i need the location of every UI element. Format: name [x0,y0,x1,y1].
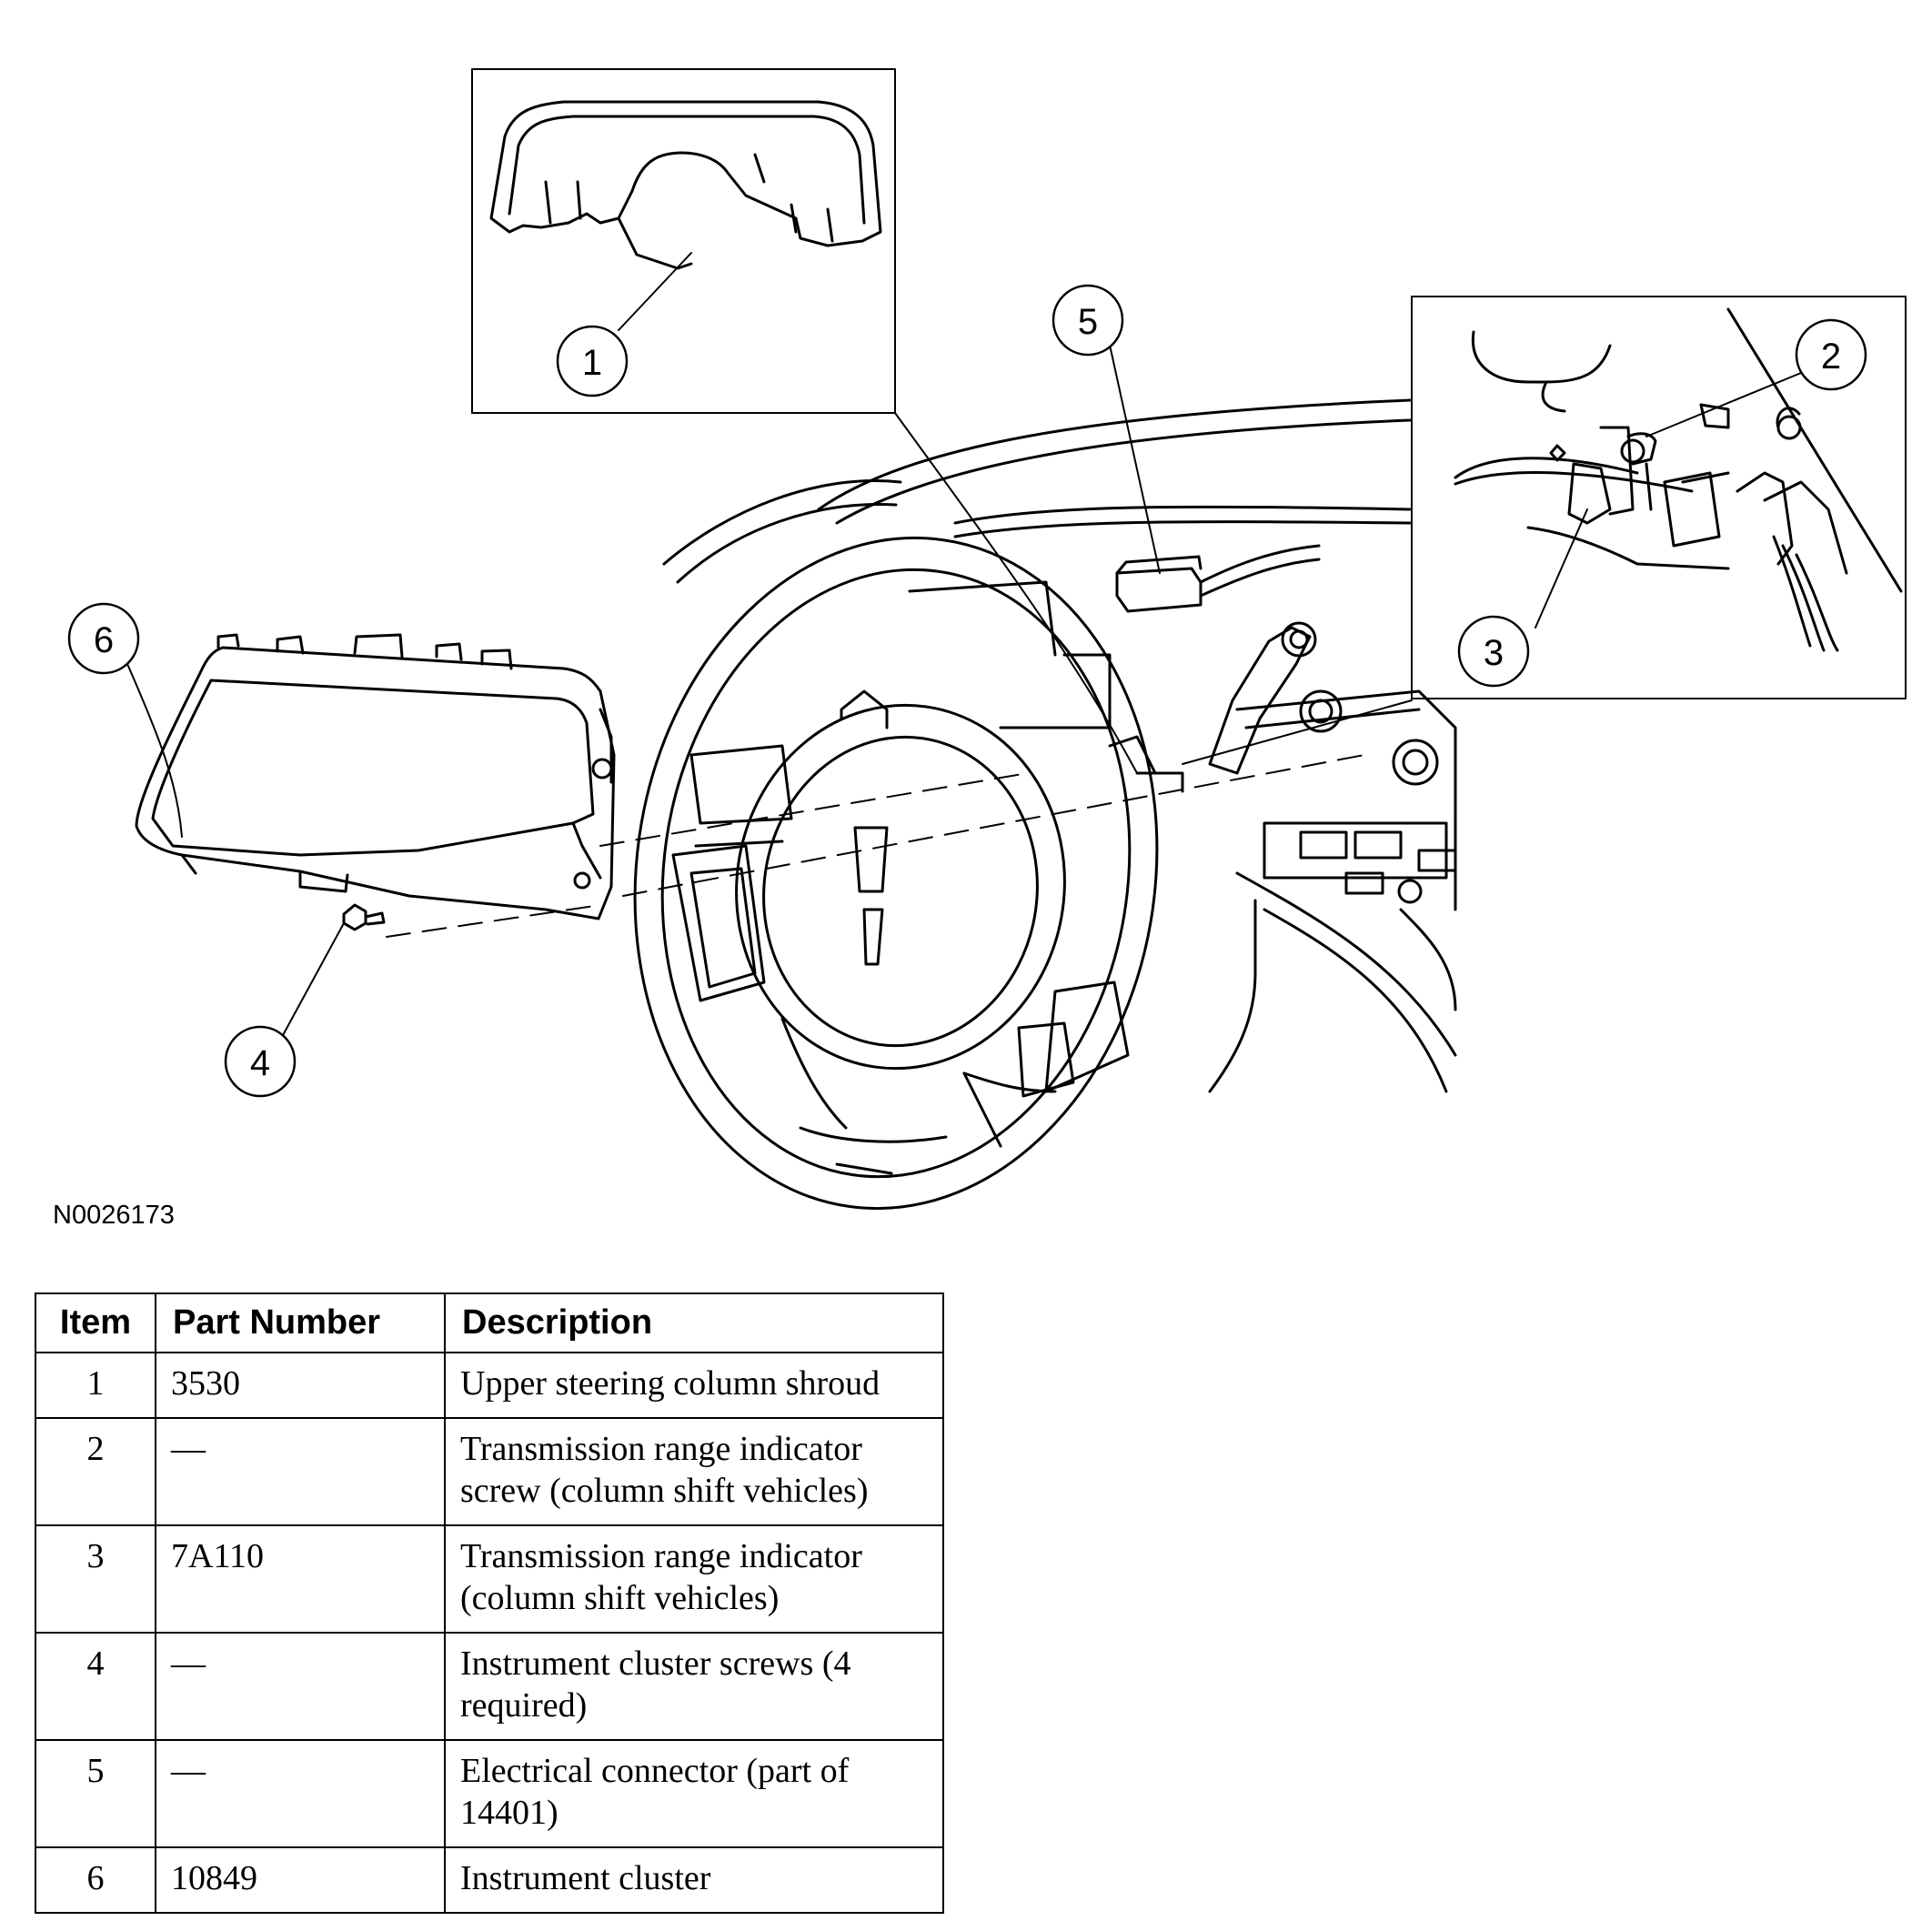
cell-item: 3 [35,1524,156,1634]
callout-circle-3 [1457,615,1530,688]
electrical-connector-drawing [1115,544,1321,613]
detail-box-shroud [471,68,896,414]
header-item: Item [35,1292,156,1353]
range-indicator-detail-drawing [1454,307,1903,652]
instrument-cluster-screw-drawing [342,903,386,931]
cell-description: Upper steering column shroud [444,1352,944,1419]
callout-label-6: 6 [94,620,114,660]
table-row: 1 3530 Upper steering column shroud [35,1352,944,1419]
cell-description: Electrical connector (part of 14401) [444,1739,944,1848]
exploded-view-illustration: 1 2 3 4 5 6 [67,68,1907,1211]
callout-label-1: 1 [582,343,602,383]
cell-description: Transmission range indicator (column shi… [444,1524,944,1634]
leader-lines [126,252,1802,1038]
upper-steering-column-shroud-drawing [489,100,882,270]
cell-item: 1 [35,1352,156,1419]
callout-circle-4 [224,1025,297,1098]
cell-part-number: 10849 [155,1846,446,1914]
alignment-dashed-lines [386,754,1365,938]
detail-box-range-indicator [1411,296,1907,699]
callout-label-2: 2 [1821,337,1841,377]
callout-circles [67,284,1867,1098]
callout-circle-6 [67,602,140,675]
cell-part-number: — [155,1632,446,1741]
cell-part-number: — [155,1739,446,1848]
cell-part-number: — [155,1417,446,1526]
cell-item: 2 [35,1417,156,1526]
callout-label-4: 4 [250,1043,270,1083]
parts-table: Item Part Number Description 1 3530 Uppe… [35,1292,944,1914]
dashboard-outline [689,398,1457,1093]
instrument-cluster-drawing [135,633,616,920]
callout-label-5: 5 [1078,302,1098,342]
header-part-number: Part Number [155,1292,446,1353]
table-row: 6 10849 Instrument cluster [35,1846,944,1914]
cell-item: 4 [35,1632,156,1741]
column-stalk [1208,621,1317,775]
callout-circle-1 [556,325,629,397]
figure-id: N0026173 [53,1201,175,1230]
cell-item: 5 [35,1739,156,1848]
table-row: 3 7A110 Transmission range indicator (co… [35,1524,944,1634]
cell-part-number: 7A110 [155,1524,446,1634]
table-row: 2 — Transmission range indicator screw (… [35,1417,944,1526]
callout-circle-2 [1795,318,1867,391]
table-row: 5 — Electrical connector (part of 14401) [35,1739,944,1848]
header-description: Description [444,1292,944,1353]
cell-description: Instrument cluster screws (4 required) [444,1632,944,1741]
table-row: 4 — Instrument cluster screws (4 require… [35,1632,944,1741]
cell-description: Transmission range indicator screw (colu… [444,1417,944,1526]
cell-part-number: 3530 [155,1352,446,1419]
callout-circle-5 [1052,284,1124,357]
cell-item: 6 [35,1846,156,1914]
cell-description: Instrument cluster [444,1846,944,1914]
steering-wheel [633,478,1184,1211]
callout-label-3: 3 [1484,633,1504,673]
table-header-row: Item Part Number Description [35,1292,944,1353]
